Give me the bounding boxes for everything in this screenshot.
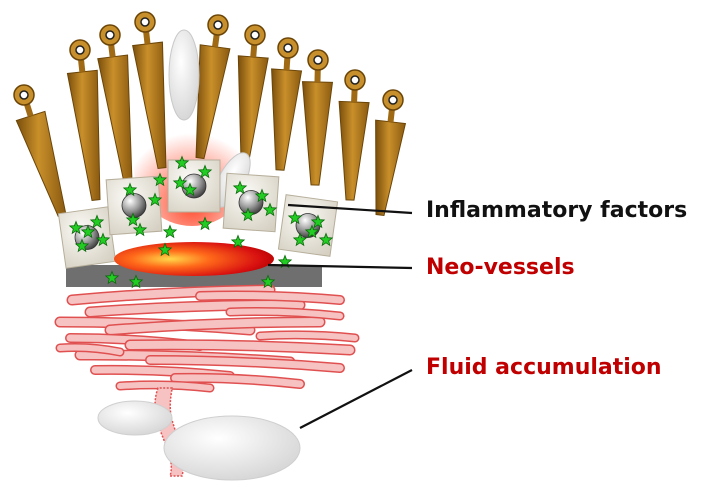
photoreceptor-segment (132, 41, 167, 170)
inflammatory-star-icon (174, 155, 190, 170)
inflammatory-star-icon (172, 175, 188, 190)
photoreceptor-disc-core (388, 95, 398, 105)
photoreceptor-disc-core (105, 30, 115, 40)
rpe-cell (105, 175, 163, 236)
photoreceptor (97, 24, 133, 184)
inflammatory-star-icon (260, 274, 276, 289)
inflammatory-star-icon (157, 242, 173, 257)
inflammatory-star-icon (125, 212, 141, 227)
photoreceptor (237, 24, 269, 161)
photoreceptor (301, 49, 334, 186)
photoreceptor-disc-core (250, 30, 260, 40)
inflammatory-star-layer (68, 155, 334, 289)
photoreceptor-segment (338, 100, 370, 201)
fiber (146, 356, 344, 372)
fluid-blob (163, 415, 301, 481)
photoreceptor (195, 14, 231, 160)
macrophage-sphere-icon (181, 173, 207, 199)
photoreceptor (338, 69, 370, 201)
photoreceptor-segment (15, 110, 67, 217)
photoreceptor (13, 84, 67, 217)
fiber (86, 300, 304, 316)
inflammatory-star-icon (122, 182, 138, 197)
inflammatory-star-icon (152, 172, 168, 187)
photoreceptor (66, 39, 101, 201)
label-fluid-accumulation: Fluid accumulation (426, 355, 662, 380)
inflammatory-star-icon (254, 188, 270, 203)
photoreceptor (271, 37, 303, 171)
inflammatory-star-icon (230, 234, 246, 249)
inflammatory-star-icon (132, 222, 148, 237)
photoreceptor-segment (237, 55, 269, 161)
photoreceptor-segment (301, 81, 334, 186)
inflammatory-star-icon (89, 214, 105, 229)
inflammatory-star-icon (68, 220, 84, 235)
inflammatory-star-icon (287, 210, 303, 225)
photoreceptor (132, 11, 167, 170)
inflammatory-star-icon (232, 180, 248, 195)
neo-vessel (114, 242, 274, 276)
photoreceptor-segment (271, 68, 303, 171)
inflammatory-star-icon (318, 232, 334, 247)
inflammatory-star-icon (162, 224, 178, 239)
fiber (227, 308, 343, 319)
photoreceptor-disc-core (75, 45, 85, 55)
inflammatory-star-icon (95, 232, 111, 247)
photoreceptor-disc-core (283, 43, 293, 53)
fiber (171, 374, 304, 388)
inflammatory-star-icon (197, 164, 213, 179)
inflammatory-star-icon (147, 192, 163, 207)
inflammatory-star-icon (74, 238, 90, 253)
fibrous-tissue (54, 284, 360, 393)
photoreceptor-disc-core (213, 20, 223, 30)
inflammatory-star-icon (304, 224, 320, 239)
photoreceptor-layer (13, 11, 407, 217)
inflammatory-star-icon (262, 202, 278, 217)
fiber (57, 344, 123, 355)
inflammatory-star-icon (128, 274, 144, 289)
photoreceptor-disc-core (350, 75, 360, 85)
photoreceptor-segment (66, 69, 101, 201)
fiber (196, 292, 344, 304)
rpe-cell (222, 172, 280, 233)
photoreceptor-disc-core (19, 90, 29, 100)
photoreceptor-segment (375, 119, 407, 216)
inflammatory-star-icon (310, 214, 326, 229)
inflammatory-star-icon (197, 216, 213, 231)
inflammatory-star-icon (80, 224, 96, 239)
photoreceptor-disc-core (313, 55, 323, 65)
photoreceptor-segment (97, 54, 133, 184)
leader-line-inflammatory (287, 203, 413, 215)
inflammatory-star-icon (292, 232, 308, 247)
fluid-blob (168, 29, 200, 121)
rpe-cell (167, 159, 221, 213)
photoreceptor-disc-core (140, 17, 150, 27)
inflammatory-star-icon (182, 182, 198, 197)
rpe-cell (277, 194, 339, 257)
label-neo-vessels: Neo-vessels (426, 255, 575, 280)
fiber (117, 381, 213, 391)
inflammatory-star-icon (240, 207, 256, 222)
fiber (257, 331, 358, 341)
leader-line-fluid (299, 369, 413, 429)
leader-line-neovessels (267, 263, 413, 270)
fluid-blob (97, 400, 173, 436)
fiber (68, 286, 274, 304)
inflammatory-star-icon (104, 270, 120, 285)
label-inflammatory-factors: Inflammatory factors (426, 198, 688, 223)
photoreceptor-segment (195, 44, 231, 160)
fiber (106, 318, 324, 334)
photoreceptor (375, 89, 407, 216)
fiber (126, 340, 354, 354)
